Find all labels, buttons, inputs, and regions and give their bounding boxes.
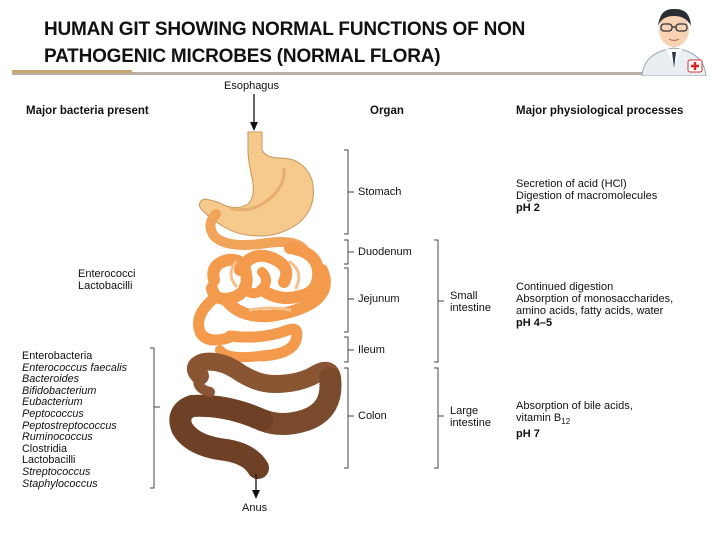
organ-label-jejunum: Jejunum (358, 293, 400, 305)
header-processes: Major physiological processes (516, 105, 684, 117)
bacteria-list-upper: Enterococci Lactobacilli (78, 268, 135, 292)
bacteria-item: Bifidobacterium (22, 384, 97, 397)
process-large-intestine: Absorption of bile acids, vitamin B12 pH… (516, 400, 633, 441)
bacteria-item: Clostridia (22, 442, 68, 455)
ph-small-intestine: pH 4–5 (516, 317, 553, 329)
process-small-intestine: Continued digestion Absorption of monosa… (516, 281, 674, 329)
doctor-avatar-icon (641, 8, 707, 76)
esophagus-label: Esophagus (224, 80, 280, 92)
bacteria-item: Ruminococcus (22, 431, 93, 444)
bracket-ileum (344, 336, 349, 363)
bacteria-list-lower: Enterobacteria Enterococcus faecalis Bac… (22, 350, 128, 490)
organ-label-duodenum: Duodenum (358, 246, 412, 258)
header-bacteria: Major bacteria present (26, 105, 149, 117)
bracket-large-intestine (434, 367, 439, 469)
bracket-jejunum (344, 267, 349, 333)
bracket-small-intestine (434, 239, 439, 363)
bacteria-item: Staphylococcus (22, 477, 98, 490)
bracket-colon (344, 367, 349, 469)
organ-label-stomach: Stomach (358, 186, 402, 198)
organ-brackets (150, 149, 444, 489)
esophagus-arrowhead (250, 122, 258, 131)
anus-arrowhead (252, 490, 260, 499)
process-stomach: Secretion of acid (HCl) Digestion of mac… (516, 178, 658, 214)
anus-label: Anus (242, 502, 268, 514)
bacteria-item: Eubacterium (22, 396, 83, 409)
bacteria-item: Enterobacteria (22, 350, 93, 362)
section-label-small-intestine: Small intestine (450, 290, 491, 314)
title-underline-accent (12, 70, 132, 73)
ph-large-intestine: pH 7 (516, 428, 540, 441)
title-underline (12, 72, 702, 75)
bacteria-item: Lactobacilli (22, 454, 76, 467)
ph-stomach: pH 2 (516, 202, 540, 214)
slide-title: HUMAN GIT SHOWING NORMAL FUNCTIONS OF NO… (44, 19, 526, 67)
organ-label-ileum: Ileum (358, 344, 385, 356)
section-label-large-intestine: Large intestine (450, 405, 491, 429)
bacteria-item: Bacteroides (22, 373, 80, 386)
bracket-bacteria-lower (150, 347, 155, 489)
organ-label-colon: Colon (358, 410, 387, 422)
bracket-duodenum (344, 239, 349, 265)
colon-shape (169, 352, 342, 479)
bacteria-item: Peptococcus (22, 407, 84, 420)
header-organ: Organ (370, 105, 404, 117)
bacteria-item: Lactobacilli (78, 280, 133, 292)
bacteria-item: Streptococcus (22, 465, 91, 478)
bacteria-item: Enterococcus faecalis (22, 361, 128, 374)
small-intestine-coils (193, 242, 331, 363)
bacteria-item: Peptostreptococcus (22, 419, 117, 432)
bacteria-item: Enterococci (78, 268, 136, 280)
bracket-stomach (344, 149, 349, 235)
